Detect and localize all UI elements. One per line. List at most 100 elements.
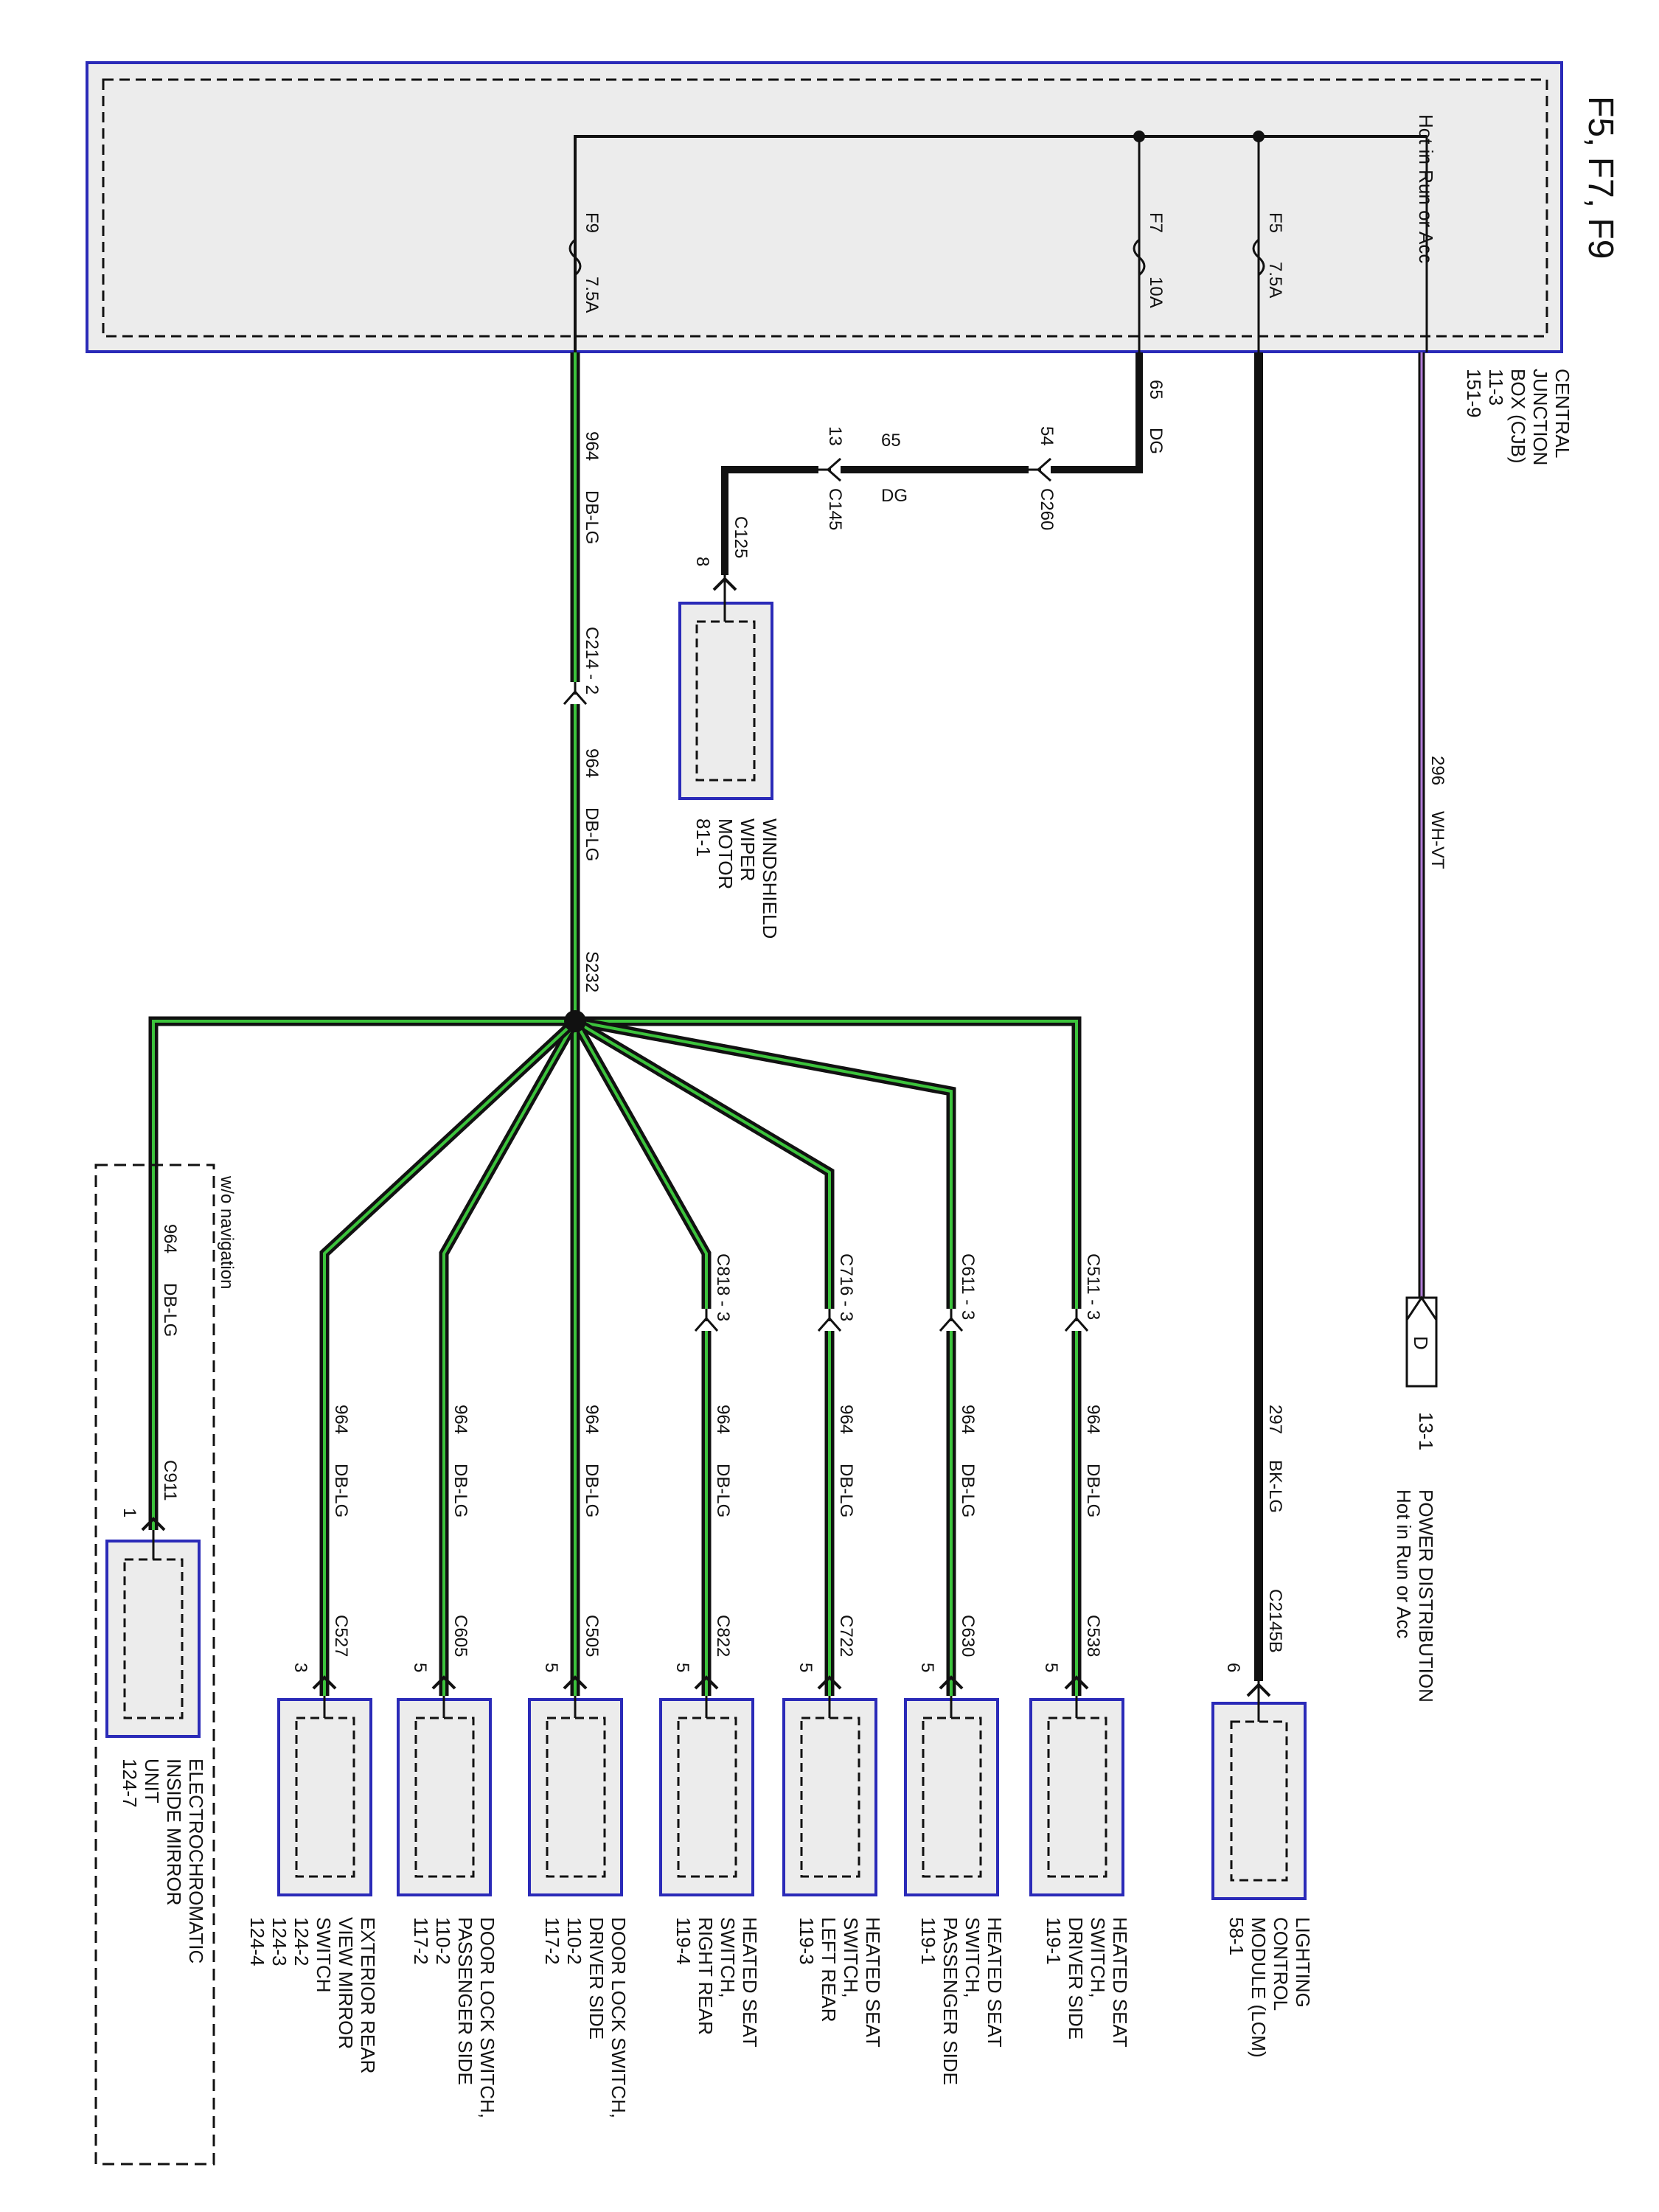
branch-wire-labels: 964 DB-LG 964 DB-LG 964 DB-LG 964 DB-LG … (160, 1224, 1103, 1517)
svg-text:119-3: 119-3 (796, 1917, 818, 1965)
c716-label: C716 - 3 (836, 1253, 856, 1321)
svg-text:UNIT: UNIT (141, 1759, 163, 1804)
fuse-f5-rating: 7.5A (1265, 262, 1285, 298)
fuse-f7-name: F7 (1146, 212, 1166, 233)
cjb-label: CENTRAL JUNCTION BOX (CJB) 11-3 151-9 (1463, 369, 1573, 465)
fuse-f9-name: F9 (582, 212, 602, 233)
c145-pin: 13 (825, 426, 845, 446)
c145-connector (818, 457, 841, 482)
svg-text:C630: C630 (958, 1615, 978, 1657)
wire-297-number: 297 (1265, 1405, 1285, 1434)
dl-pass-label: DOOR LOCK SWITCH, PASSENGER SIDE 110-2 1… (410, 1917, 498, 2118)
svg-text:5: 5 (917, 1663, 937, 1672)
svg-text:C722: C722 (836, 1615, 856, 1657)
svg-text:JUNCTION: JUNCTION (1529, 369, 1551, 465)
diagram-title: F5, F7, F9 (1581, 96, 1620, 259)
svg-text:5: 5 (1041, 1663, 1061, 1672)
svg-text:WINDSHIELD: WINDSHIELD (759, 818, 781, 939)
svg-text:SWITCH,: SWITCH, (1087, 1917, 1109, 1998)
svg-text:WIPER: WIPER (737, 818, 759, 881)
svg-text:DB-LG: DB-LG (160, 1283, 180, 1337)
fuse-f7-rating: 10A (1146, 276, 1166, 308)
svg-text:964: 964 (451, 1405, 470, 1434)
svg-text:964: 964 (958, 1405, 978, 1434)
svg-text:964: 964 (836, 1405, 856, 1434)
svg-text:964: 964 (331, 1405, 351, 1434)
c145-label: C145 (825, 488, 845, 530)
cjb-bus (574, 131, 1428, 352)
fuse-labels: F5 7.5A F7 10A F9 7.5A (582, 212, 1285, 313)
svg-text:DB-LG: DB-LG (331, 1464, 351, 1517)
c214-connector (563, 682, 588, 705)
svg-text:CENTRAL: CENTRAL (1551, 369, 1573, 458)
svg-text:DB-LG: DB-LG (836, 1464, 856, 1517)
c511-label: C511 - 3 (1083, 1253, 1103, 1320)
svg-text:DB-LG: DB-LG (1083, 1464, 1103, 1517)
svg-text:DRIVER SIDE: DRIVER SIDE (1065, 1917, 1087, 2039)
hs-lr-label: HEATED SEAT SWITCH, LEFT REAR 119-3 (796, 1917, 884, 2048)
svg-text:119-1: 119-1 (917, 1917, 939, 1965)
svg-text:1: 1 (119, 1508, 139, 1517)
c125-label: C125 (731, 516, 751, 558)
power-distribution-title: POWER DISTRIBUTION (1415, 1489, 1437, 1703)
central-junction-box (86, 61, 1563, 353)
svg-text:LIGHTING: LIGHTING (1292, 1917, 1314, 2008)
hs-driver-label: HEATED SEAT SWITCH, DRIVER SIDE 119-1 (1043, 1917, 1131, 2048)
power-distribution-flag-letter: D (1410, 1336, 1432, 1350)
splice-branches (148, 1016, 1082, 1696)
svg-text:MOTOR: MOTOR (714, 818, 737, 889)
svg-text:LEFT REAR: LEFT REAR (818, 1917, 840, 2023)
svg-text:DB-LG: DB-LG (451, 1464, 470, 1517)
svg-text:5: 5 (410, 1663, 430, 1672)
svg-text:MODULE (LCM): MODULE (LCM) (1248, 1917, 1270, 2058)
c260-label: C260 (1037, 488, 1057, 530)
svg-text:C605: C605 (451, 1615, 470, 1657)
wire-964-color-trunk-a: DB-LG (582, 490, 602, 544)
svg-text:124-4: 124-4 (246, 1917, 268, 1966)
wire-964-number-trunk-b: 964 (582, 748, 602, 778)
wire-65 (721, 352, 1143, 575)
s232-splice-dot (564, 1010, 586, 1032)
lcm-box (1211, 1681, 1307, 1900)
svg-text:C822: C822 (713, 1615, 733, 1657)
svg-text:DB-LG: DB-LG (582, 1464, 602, 1517)
svg-text:C505: C505 (582, 1615, 602, 1657)
svg-text:PASSENGER SIDE: PASSENGER SIDE (454, 1917, 476, 2085)
c125-pin: 8 (692, 557, 712, 566)
svg-text:SWITCH,: SWITCH, (840, 1917, 862, 1998)
svg-text:RIGHT REAR: RIGHT REAR (695, 1917, 717, 2035)
svg-text:DOOR LOCK SWITCH,: DOOR LOCK SWITCH, (476, 1917, 498, 2118)
svg-text:C538: C538 (1083, 1615, 1103, 1657)
wire-296-color: WH-VT (1427, 811, 1447, 869)
fuse-f9-rating: 7.5A (582, 276, 602, 313)
svg-text:DB-LG: DB-LG (713, 1464, 733, 1517)
svg-text:HEATED SEAT: HEATED SEAT (862, 1917, 884, 2048)
ecm-label: ELECTROCHROMATIC INSIDE MIRROR UNIT 124-… (119, 1759, 207, 1964)
svg-text:HEATED SEAT: HEATED SEAT (1109, 1917, 1131, 2048)
wire-65-color-b: DG (881, 486, 908, 506)
hs-pass-label: HEATED SEAT SWITCH, PASSENGER SIDE 119-1 (917, 1917, 1006, 2085)
dl-driver-label: DOOR LOCK SWITCH, DRIVER SIDE 110-2 117-… (541, 1917, 630, 2118)
c260-pin: 54 (1037, 426, 1057, 446)
svg-text:964: 964 (1083, 1405, 1103, 1434)
svg-text:117-2: 117-2 (410, 1917, 432, 1965)
svg-text:11-3: 11-3 (1485, 369, 1507, 406)
svg-text:DRIVER SIDE: DRIVER SIDE (585, 1917, 608, 2039)
wire-65-number-b: 65 (881, 431, 901, 451)
svg-text:124-3: 124-3 (268, 1917, 291, 1966)
svg-text:EXTERIOR REAR: EXTERIOR REAR (357, 1917, 379, 2073)
svg-text:PASSENGER SIDE: PASSENGER SIDE (939, 1917, 961, 2085)
svg-text:VIEW MIRROR: VIEW MIRROR (335, 1917, 357, 2049)
svg-text:124-7: 124-7 (119, 1759, 141, 1808)
svg-text:SWITCH,: SWITCH, (961, 1917, 984, 1998)
svg-text:BOX (CJB): BOX (CJB) (1507, 369, 1529, 464)
s232-label: S232 (582, 951, 602, 992)
svg-text:117-2: 117-2 (541, 1917, 563, 1965)
svg-text:110-2: 110-2 (432, 1917, 454, 1965)
svg-text:119-4: 119-4 (672, 1917, 695, 1965)
svg-text:C527: C527 (331, 1615, 351, 1657)
svg-text:964: 964 (713, 1405, 733, 1434)
fuse-symbols (568, 238, 1265, 276)
svg-text:124-2: 124-2 (291, 1917, 313, 1966)
